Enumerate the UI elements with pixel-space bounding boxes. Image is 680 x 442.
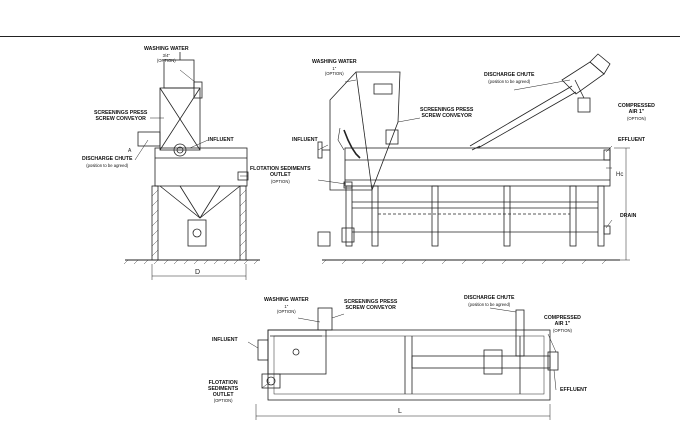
front-effluent-label: EFFLUENT [618,137,646,143]
plan-flotation-line3: OUTLET [212,391,234,398]
plan-washing-water-note: (OPTION) [276,308,296,314]
front-washing-water-label: WASHING WATER 1" (OPTION) [312,59,357,76]
front-discharge-chute-label: DISCHARGE CHUTE (position to be agreed) [484,72,535,84]
side-dimension-d: D [195,269,201,276]
plan-compressed-air-line2: AIR 1" [554,320,571,327]
front-compressed-air-line1: COMPRESSED [618,103,655,109]
plan-screenings-line1: SCREENINGS PRESS [344,299,398,305]
side-screenings-line2: SCREW CONVEYOR [95,115,146,122]
plan-screenings-line2: SCREW CONVEYOR [345,304,396,311]
front-screenings-line1: SCREENINGS PRESS [420,107,474,113]
plan-view-drawing [247,307,559,420]
plan-discharge-chute-title: DISCHARGE CHUTE [464,295,515,301]
plan-compressed-air-note: (OPTION) [553,327,572,333]
front-compressed-air-note: (OPTION) [627,115,646,121]
side-discharge-chute-note: (position to be agreed) [86,162,129,168]
front-screenings-line2: SCREW CONVEYOR [421,112,472,119]
side-flotation-line1: FLOTATION SEDIMENTS [250,166,311,172]
plan-screenings-press-label: SCREENINGS PRESS SCREW CONVEYOR [344,299,398,312]
plan-flotation-line1: FLOTATION [208,380,238,386]
plan-washing-water-title: WASHING WATER [264,297,309,303]
side-screenings-press-label: SCREENINGS PRESS SCREW CONVEYOR [94,110,148,123]
side-discharge-chute-label: DISCHARGE CHUTE (position to be agreed) [82,156,133,168]
plan-washing-water-size: 1" [284,303,289,309]
front-washing-water-size: 1" [332,65,337,71]
side-washing-water-label: WASHING WATER 3/4" (OPTION) [144,46,189,63]
side-flotation-line2: OUTLET [269,171,291,178]
front-washing-water-note: (OPTION) [324,70,344,76]
front-drain-label: DRAIN [620,213,637,219]
front-discharge-chute-title: DISCHARGE CHUTE [484,72,535,78]
plan-discharge-chute-label: DISCHARGE CHUTE (position to be agreed) [464,295,515,307]
side-section-mark: A [128,148,132,154]
plan-discharge-chute-note: (position to be agreed) [468,301,511,307]
front-compressed-air-label: COMPRESSED AIR 1" (OPTION) [618,103,655,121]
side-screenings-line1: SCREENINGS PRESS [94,110,148,116]
front-screenings-press-label: SCREENINGS PRESS SCREW CONVEYOR [420,107,474,120]
front-dimension-hc: Hc [616,172,624,178]
plan-flotation-line2: SEDIMENTS [208,385,239,392]
side-flotation-outlet-label: FLOTATION SEDIMENTS OUTLET (OPTION) [250,166,311,184]
plan-washing-water-label: WASHING WATER 1" (OPTION) [264,297,309,314]
side-washing-water-title: WASHING WATER [144,46,189,52]
front-discharge-chute-note: (position to be agreed) [488,78,531,84]
plan-compressed-air-label: COMPRESSED AIR 1" (OPTION) [544,315,581,333]
front-compressed-air-line2: AIR 1" [628,108,645,115]
sheet-top-border [0,36,680,37]
side-view-drawing [123,52,260,280]
side-discharge-chute-title: DISCHARGE CHUTE [82,156,133,162]
front-view-drawing [317,53,630,265]
plan-effluent-label: EFFLUENT [560,387,588,393]
side-washing-water-note: (OPTION) [156,57,176,63]
side-washing-water-size: 3/4" [162,52,170,58]
side-flotation-note: (OPTION) [270,178,290,184]
front-washing-water-title: WASHING WATER [312,59,357,65]
front-influent-label: INFLUENT [292,137,318,143]
plan-flotation-note: (OPTION) [213,398,233,404]
plan-dimension-l: L [398,408,402,415]
plan-flotation-outlet-label: FLOTATION SEDIMENTS OUTLET (OPTION) [208,380,239,404]
plan-influent-label: INFLUENT [212,337,238,343]
plan-compressed-air-line1: COMPRESSED [544,315,581,321]
side-influent-label: INFLUENT [208,137,234,143]
